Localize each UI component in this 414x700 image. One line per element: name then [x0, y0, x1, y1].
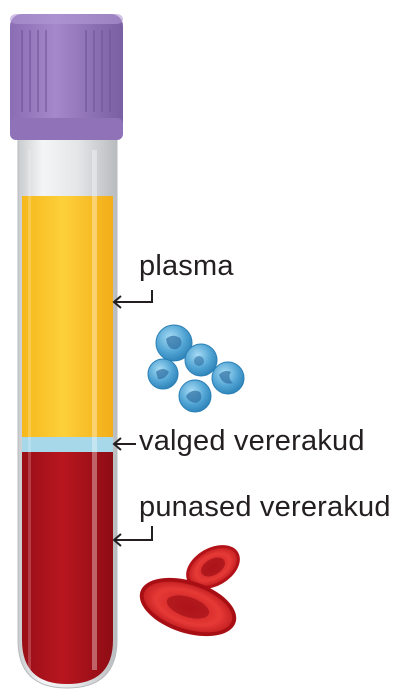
red-cells-layer [22, 452, 113, 684]
red-blood-cells-illustration [132, 536, 247, 647]
red-cells-arrow [114, 526, 152, 546]
buffy-coat-layer [22, 437, 113, 452]
plasma-arrow [114, 290, 152, 308]
tube-cap [10, 14, 123, 140]
white-blood-cells-illustration [148, 325, 244, 412]
plasma-layer [22, 196, 113, 437]
test-tube [18, 138, 117, 688]
white-cells-label: valged vererakud [139, 425, 365, 458]
plasma-label: plasma [139, 250, 234, 283]
red-cells-label: punased vererakud [139, 491, 391, 524]
